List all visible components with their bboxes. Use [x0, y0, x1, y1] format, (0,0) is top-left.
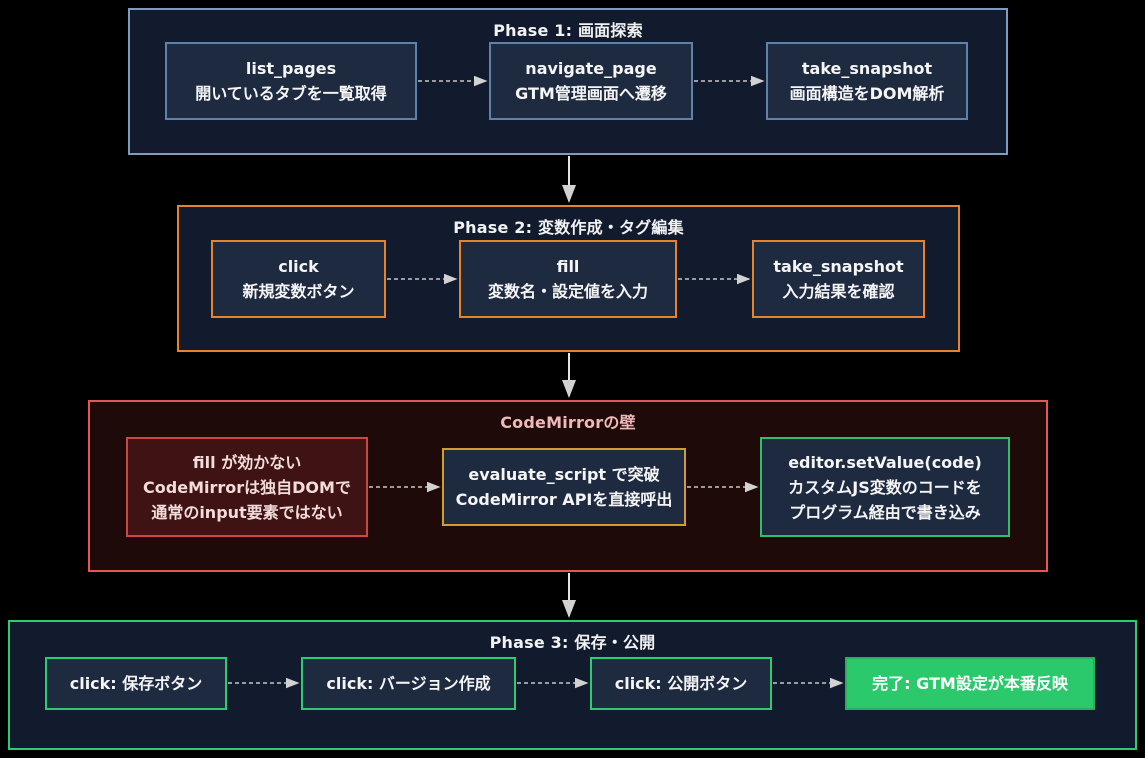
node-fill-variable-desc: 変数名・設定値を入力	[487, 282, 648, 301]
node-click-publish-label: click: 公開ボタン	[614, 674, 748, 693]
node-click-create-version: click: バージョン作成	[301, 657, 516, 710]
node-click-save-label: click: 保存ボタン	[69, 674, 203, 693]
codemirror-title: CodeMirrorの壁	[500, 413, 636, 432]
node-click-publish: click: 公開ボタン	[590, 657, 772, 710]
node-click-save: click: 保存ボタン	[45, 657, 227, 710]
phase1-title: Phase 1: 画面探索	[493, 21, 643, 40]
node-list-pages-label: list_pages	[245, 59, 337, 78]
node-fill-variable-label: fill	[556, 257, 580, 276]
node-editor-setvalue: editor.setValue(code) カスタムJS変数のコードを プログラ…	[760, 437, 1010, 537]
node-done-published: 完了: GTM設定が本番反映	[845, 657, 1095, 710]
node-take-snapshot-1-label: take_snapshot	[801, 59, 933, 78]
node-evaluate-script: evaluate_script で突破 CodeMirror APIを直接呼出	[442, 448, 686, 526]
node-fill-variable: fill 変数名・設定値を入力	[459, 240, 677, 318]
node-list-pages: list_pages 開いているタブを一覧取得	[165, 42, 417, 120]
node-click-create-version-label: click: バージョン作成	[326, 674, 491, 693]
node-fill-not-working-line1: fill が効かない	[192, 452, 302, 472]
node-done-published-label: 完了: GTM設定が本番反映	[872, 674, 1068, 693]
node-navigate-page-label: navigate_page	[525, 59, 657, 78]
node-take-snapshot-1-desc: 画面構造をDOM解析	[789, 84, 945, 103]
node-click-new-variable: click 新規変数ボタン	[211, 240, 386, 318]
node-take-snapshot-2-desc: 入力結果を確認	[782, 282, 895, 301]
phase3-title: Phase 3: 保存・公開	[489, 633, 656, 652]
node-list-pages-desc: 開いているタブを一覧取得	[195, 84, 387, 103]
node-navigate-page-desc: GTM管理画面へ遷移	[515, 84, 667, 103]
node-evaluate-script-label: evaluate_script で突破	[468, 465, 660, 484]
node-fill-not-working: fill が効かない CodeMirrorは独自DOMで 通常のinput要素で…	[126, 437, 368, 537]
node-navigate-page: navigate_page GTM管理画面へ遷移	[489, 42, 693, 120]
node-evaluate-script-desc: CodeMirror APIを直接呼出	[455, 490, 673, 509]
node-editor-setvalue-desc1: カスタムJS変数のコードを	[788, 477, 982, 497]
node-take-snapshot-2: take_snapshot 入力結果を確認	[752, 240, 925, 318]
node-fill-not-working-line2: CodeMirrorは独自DOMで	[143, 477, 351, 497]
node-editor-setvalue-desc2: プログラム経由で書き込み	[789, 502, 981, 522]
phase2-title: Phase 2: 変数作成・タグ編集	[453, 218, 684, 237]
node-take-snapshot-1: take_snapshot 画面構造をDOM解析	[766, 42, 968, 120]
node-click-new-variable-desc: 新規変数ボタン	[242, 282, 355, 301]
node-take-snapshot-2-label: take_snapshot	[773, 257, 904, 276]
node-editor-setvalue-label: editor.setValue(code)	[788, 452, 982, 472]
node-click-new-variable-label: click	[278, 257, 319, 276]
node-fill-not-working-line3: 通常のinput要素ではない	[151, 502, 343, 522]
